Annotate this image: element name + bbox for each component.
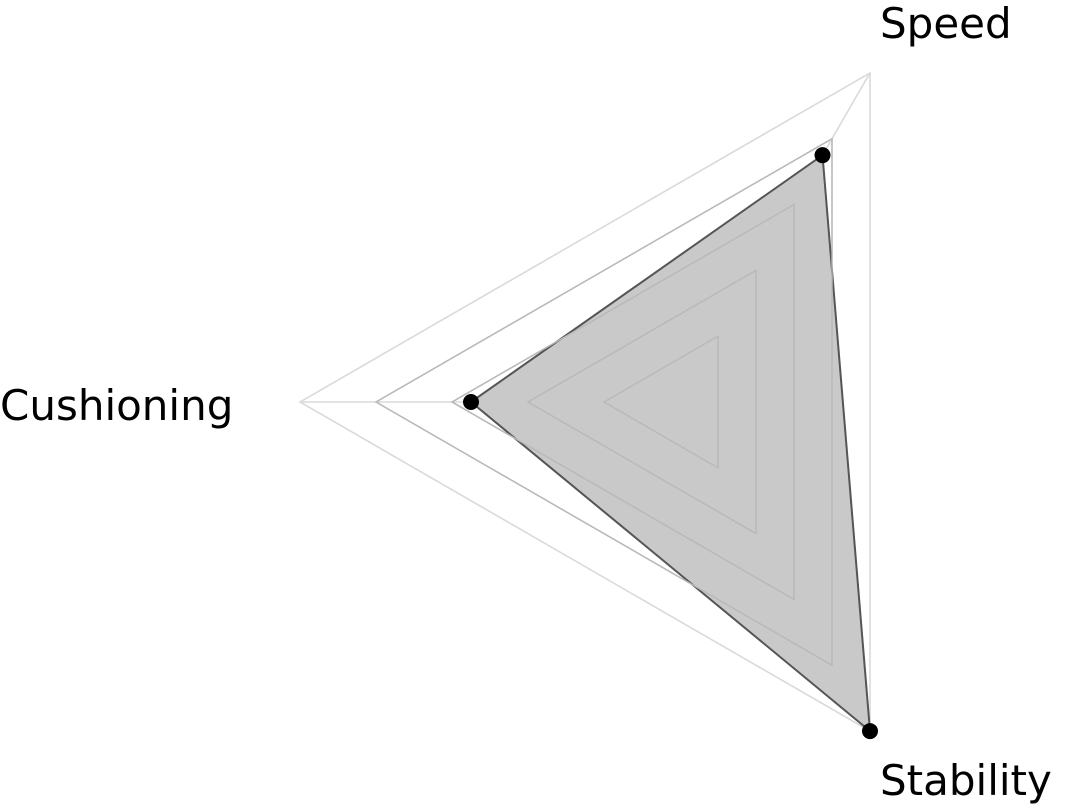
- inner-grid-ring-2: [526, 269, 757, 535]
- axis-label-stability: Stability: [880, 756, 1052, 805]
- inner-grid-ring-1: [602, 334, 719, 470]
- grid-ring-5: [298, 71, 871, 733]
- radar-series-area: [374, 137, 872, 734]
- inner-grid-ring-4: [374, 137, 833, 667]
- data-point-cushioning: [463, 394, 479, 410]
- axis-label-cushioning: Cushioning: [0, 381, 233, 430]
- series-area-1: [469, 153, 872, 734]
- radar-series-points: [463, 147, 878, 740]
- data-point-stability: [862, 723, 878, 740]
- axis-label-speed: Speed: [880, 0, 1012, 48]
- inner-grid-ring-3: [450, 203, 795, 601]
- data-point-speed: [814, 147, 831, 164]
